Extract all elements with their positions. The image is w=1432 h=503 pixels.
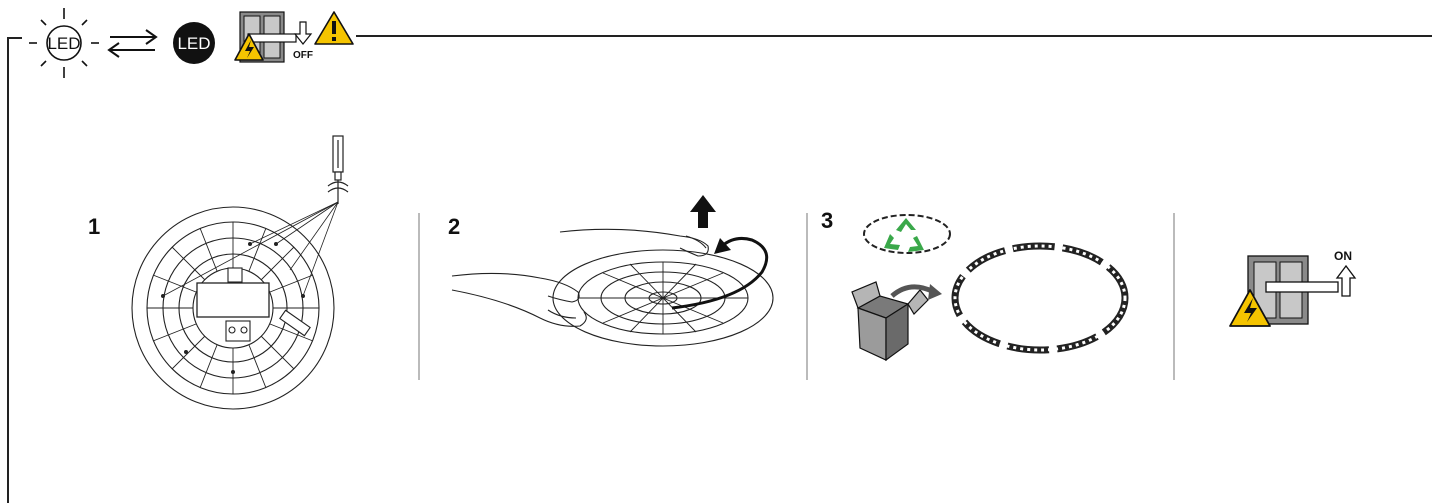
diffuser-removal-illustration (552, 249, 774, 347)
switch-off-label: OFF (293, 50, 313, 61)
swap-arrows-icon (107, 29, 158, 58)
switch-on-label: ON (1334, 249, 1352, 263)
led-filled-icon: LED (173, 22, 215, 64)
led-outline-label: LED (47, 34, 80, 53)
led-ring-illustration (951, 242, 1129, 354)
fixture-open-illustration (131, 201, 339, 410)
warning-exclamation-icon (314, 11, 354, 45)
recycle-icon (863, 214, 951, 254)
frame-border (7, 35, 1432, 503)
lift-arrow-icon (671, 195, 769, 310)
led-filled-label: LED (177, 34, 210, 53)
led-outline-icon: LED (29, 8, 99, 78)
step-3-number: 3 (821, 208, 833, 233)
hands-icon (451, 228, 709, 327)
panel-dividers (418, 213, 1175, 380)
step-1-number: 1 (88, 214, 100, 239)
warning-triangle-icon-final (1229, 289, 1271, 327)
warning-triangle-icon (234, 33, 264, 61)
screwdriver-icon (327, 135, 349, 204)
switch-on-icon: ON (1247, 249, 1357, 325)
step-2-number: 2 (448, 214, 460, 239)
box-icon (851, 281, 942, 362)
